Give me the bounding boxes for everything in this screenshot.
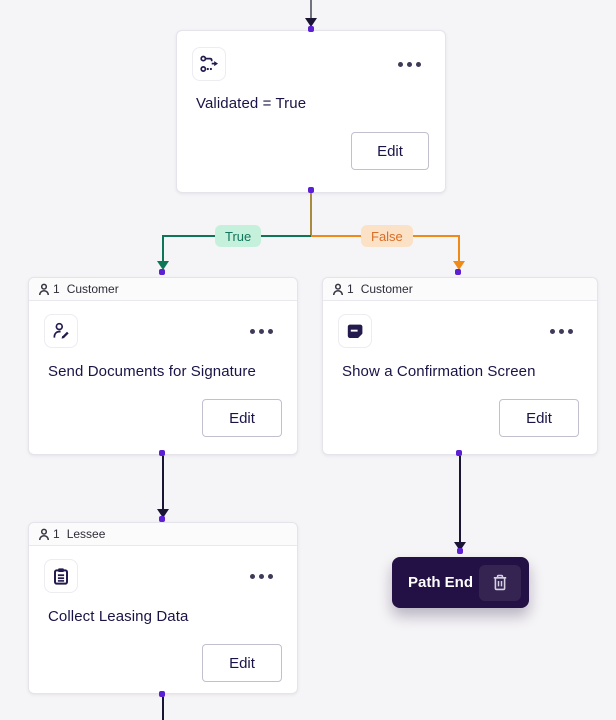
bottom-connector-line [162,697,164,720]
person-icon [38,283,50,295]
collect-leasing-bottom-port [159,691,165,697]
path-end-label: Path End [408,574,474,591]
decision-node-title: Validated = True [196,95,307,112]
person-icon [332,283,344,295]
more-menu-button[interactable] [398,47,421,81]
send-documents-title: Send Documents for Signature [48,363,256,380]
confirmation-card[interactable]: 1 Customer Show a Confirmation Screen Ed… [322,277,598,455]
path-end-top-port [457,548,463,554]
delete-path-end-button[interactable] [479,564,521,601]
assignee-header: 1 Lessee [29,523,297,546]
decision-node-top-port [308,26,314,32]
branch-icon [192,47,226,81]
assignee-count: 1 [347,282,354,296]
decision-node-bottom-port [308,187,314,193]
decision-edit-button[interactable]: Edit [351,132,429,170]
branch-stem-line [310,193,312,236]
ellipsis-icon [398,61,403,67]
screen-icon [338,314,372,348]
ellipsis-icon [250,328,255,334]
send-documents-bottom-port [159,450,165,456]
signature-icon [44,314,78,348]
assignee-count: 1 [53,527,60,541]
collect-leasing-card[interactable]: 1 Lessee Collect Leasing Data Edit [28,522,298,694]
false-branch-drop-line [458,235,460,262]
assignee-count: 1 [53,282,60,296]
send-documents-card[interactable]: 1 Customer Send Documents for Signature … [28,277,298,455]
incoming-arrowhead-icon [305,18,317,27]
right-connector-line [459,456,461,543]
right-connector-arrowhead-icon [454,542,466,551]
confirmation-top-port [455,269,461,275]
collect-leasing-title: Collect Leasing Data [48,608,189,625]
false-branch-arrowhead-icon [453,261,465,270]
ellipsis-icon [250,573,255,579]
assignee-header: 1 Customer [323,278,597,301]
path-end-node[interactable]: Path End [392,557,529,608]
assignee-role: Customer [66,282,119,296]
ellipsis-icon [550,328,555,334]
send-documents-edit-button[interactable]: Edit [202,399,282,437]
left-connector-arrowhead-icon [157,509,169,518]
more-menu-button[interactable] [250,314,273,348]
true-branch-drop-line [162,235,164,262]
collect-leasing-top-port [159,516,165,522]
confirmation-edit-button[interactable]: Edit [499,399,579,437]
confirmation-title: Show a Confirmation Screen [342,363,536,380]
send-documents-top-port [159,269,165,275]
incoming-connector-line [310,0,312,19]
trash-icon [493,574,507,591]
collect-leasing-edit-button[interactable]: Edit [202,644,282,682]
false-branch-label: False [361,225,413,247]
clipboard-icon [44,559,78,593]
true-branch-arrowhead-icon [157,261,169,270]
person-icon [38,528,50,540]
more-menu-button[interactable] [250,559,273,593]
assignee-header: 1 Customer [29,278,297,301]
true-branch-label: True [215,225,262,247]
left-connector-line [162,456,164,510]
decision-node-card[interactable]: Validated = True Edit [176,30,446,193]
confirmation-bottom-port [456,450,462,456]
assignee-role: Customer [360,282,413,296]
more-menu-button[interactable] [550,314,573,348]
assignee-role: Lessee [66,527,106,541]
